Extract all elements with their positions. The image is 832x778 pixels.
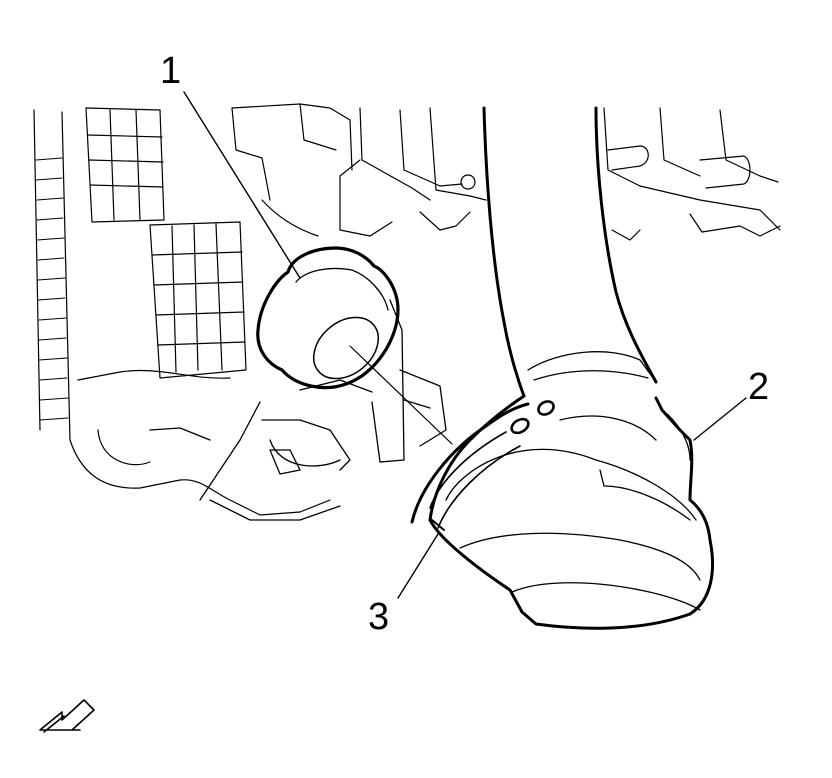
alignment-guide-line: [349, 345, 453, 445]
engine-bay-background: [339, 107, 781, 241]
radiator-housing: [33, 103, 353, 516]
throttle-body-mount: [149, 299, 447, 521]
callout-2: 2: [748, 366, 770, 408]
radiator-fins: [35, 157, 69, 421]
part-1-outlet-flange: [256, 246, 400, 390]
callout-3: 3: [368, 596, 390, 638]
leader-1: [183, 91, 301, 279]
arrow-direction-icon: [39, 699, 95, 733]
part-2-intake-duct: [410, 106, 714, 630]
leader-3: [397, 533, 439, 599]
callout-1: 1: [160, 50, 182, 92]
callout-leaders: [183, 91, 747, 599]
part-3-clamp: [431, 400, 555, 531]
leader-2: [693, 397, 747, 441]
